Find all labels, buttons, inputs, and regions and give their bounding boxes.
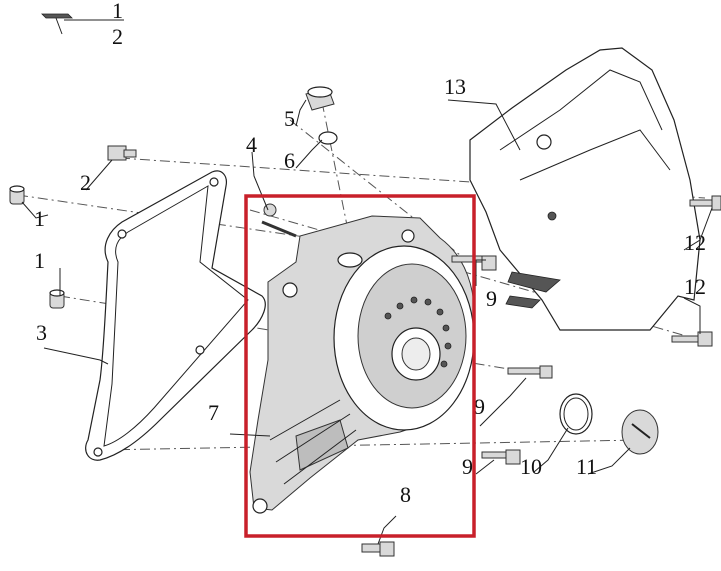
callout-1-legend: 1 <box>112 0 123 23</box>
callout-7: 7 <box>208 400 219 425</box>
bolt-part-8 <box>361 541 395 557</box>
sprocket-cover-part-13 <box>469 47 701 331</box>
o-ring-part-6 <box>318 131 338 145</box>
callout-1-upper: 1 <box>34 206 45 231</box>
callout-3: 3 <box>36 320 47 345</box>
callout-9-lower: 9 <box>462 454 473 479</box>
callout-8: 8 <box>400 482 411 507</box>
dowel-pin-lower <box>49 289 65 309</box>
callout-9-upper: 9 <box>486 286 497 311</box>
callout-5: 5 <box>284 106 295 131</box>
callout-9-middle: 9 <box>474 394 485 419</box>
bolt-part-12-lower <box>671 331 713 347</box>
gasket-part-3 <box>85 170 266 461</box>
legend-fraction: 1 2 <box>41 0 124 49</box>
highlight-box <box>244 194 476 538</box>
callout-12-upper: 12 <box>684 230 706 255</box>
bolt-part-2 <box>107 145 137 161</box>
dowel-pin-upper <box>9 185 25 205</box>
generator-cover-part-7 <box>249 215 476 514</box>
callout-2: 2 <box>80 170 91 195</box>
callout-1-lower: 1 <box>34 248 45 273</box>
callout-10: 10 <box>520 454 542 479</box>
callout-13: 13 <box>444 74 466 99</box>
cap-part-11 <box>621 409 659 455</box>
callout-11: 11 <box>576 454 597 479</box>
callout-12-lower: 12 <box>684 274 706 299</box>
plug-part-5 <box>305 86 335 111</box>
callout-6: 6 <box>284 148 295 173</box>
o-ring-part-10 <box>559 393 593 435</box>
leader-lines <box>21 99 713 545</box>
callout-4: 4 <box>246 132 257 157</box>
bolt-part-12-upper <box>689 195 721 211</box>
bolt-part-9-lower <box>481 449 521 465</box>
callout-2-legend: 2 <box>112 24 123 49</box>
legend-bolt-icon <box>41 13 73 19</box>
bolt-part-9-middle <box>507 365 553 379</box>
